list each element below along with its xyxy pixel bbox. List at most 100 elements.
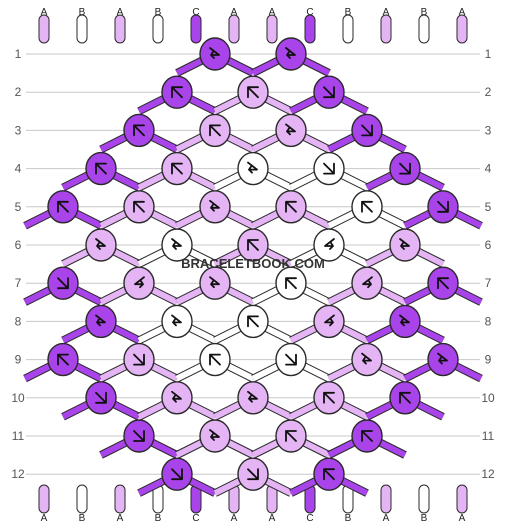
knot [175,37,255,77]
knot-oval [389,304,421,339]
row-number-left: 8 [15,314,22,328]
row-number-right: 4 [485,162,492,176]
knot [99,342,179,383]
knot [365,304,445,344]
knot [403,342,483,383]
knot-direction-arrow-icon [399,314,410,327]
knot-direction-arrow-icon [171,162,183,175]
knot [251,37,331,77]
knot-direction-arrow-icon [399,162,411,175]
knot-direction-arrow-icon [323,468,335,481]
knot-direction-arrow-icon [324,314,335,327]
knot [61,381,141,421]
row-number-right: 9 [485,353,492,367]
knot [365,228,445,268]
knot-direction-arrow-icon [285,200,297,213]
row-number-right: 12 [481,467,495,481]
knot [289,304,369,344]
knot-oval [85,304,117,339]
row-number-right: 6 [485,238,492,252]
knot-grid [23,37,483,497]
bottom-thread-label: A [383,513,390,524]
knot [99,266,179,306]
knot-oval [85,228,117,262]
knot-direction-arrow-icon [247,390,258,403]
knot-oval [427,342,459,377]
top-thread-label: A [383,7,390,18]
knot-direction-arrow-icon [361,200,373,213]
knot [99,113,179,153]
top-thread-label: A [41,7,48,18]
row-number-left: 3 [15,123,22,137]
knot-direction-arrow-icon [133,200,145,213]
knot-direction-arrow-icon [134,276,145,289]
knot-oval [161,304,193,339]
row-number-right: 8 [485,314,492,328]
knot-oval [275,113,307,148]
knot-direction-arrow-icon [247,468,259,481]
knot [213,381,293,421]
knot-direction-arrow-icon [57,277,69,290]
row-number-left: 5 [15,200,22,214]
knot-direction-arrow-icon [171,86,183,99]
knot-direction-arrow-icon [247,315,259,328]
top-thread-label: B [79,7,86,18]
knot-direction-arrow-icon [57,200,69,213]
top-thread-label: A [269,7,276,18]
knot [175,342,255,383]
bottom-thread-label: A [269,513,276,524]
knot-direction-arrow-icon [285,47,296,59]
bottom-thread-label: B [345,513,352,524]
knot [137,304,217,344]
knot-direction-arrow-icon [133,124,145,137]
knot-direction-arrow-icon [437,200,449,213]
knot [23,190,103,230]
top-thread-label: C [306,7,313,18]
knot-oval [313,228,345,262]
knot-direction-arrow-icon [361,430,373,442]
knot [289,457,369,497]
knot-oval [161,381,193,415]
knot [213,304,293,344]
knot-oval [199,419,231,453]
knot-direction-arrow-icon [247,161,258,174]
knot [251,113,331,153]
bottom-thread-label: A [231,513,238,524]
knot-direction-arrow-icon [247,239,259,251]
knot-direction-arrow-icon [323,391,335,404]
knot-direction-arrow-icon [171,238,182,250]
knot-direction-arrow-icon [95,314,106,327]
knot-direction-arrow-icon [209,429,220,441]
knot-direction-arrow-icon [95,162,107,175]
knot-oval [237,381,269,415]
top-thread-label: A [117,7,124,18]
knot [327,342,407,383]
knot [289,228,369,268]
bottom-thread-label: B [155,513,162,524]
knot [289,75,369,115]
row-number-right: 11 [482,429,495,443]
knot-direction-arrow-icon [57,353,69,366]
knot-direction-arrow-icon [247,86,259,99]
knot-direction-arrow-icon [209,276,220,289]
row-number-right: 5 [485,200,492,214]
knot-direction-arrow-icon [437,352,448,365]
site-watermark: BRACELETBOOK.COM [181,256,325,271]
knot-direction-arrow-icon [209,124,221,137]
top-thread-label: B [345,7,352,18]
knot [61,228,141,268]
thread-strands [38,14,468,514]
knot [137,457,217,497]
knot-oval [199,37,231,71]
knot-oval [351,342,383,377]
knot [403,266,483,306]
bottom-thread-label: C [192,513,199,524]
top-thread-label: B [421,7,428,18]
row-number-left: 2 [15,85,22,99]
knot-direction-arrow-icon [285,123,296,136]
knot-direction-arrow-icon [209,353,221,366]
top-thread-label: A [231,7,238,18]
bottom-thread-label: A [117,513,124,524]
knot-direction-arrow-icon [323,86,335,99]
